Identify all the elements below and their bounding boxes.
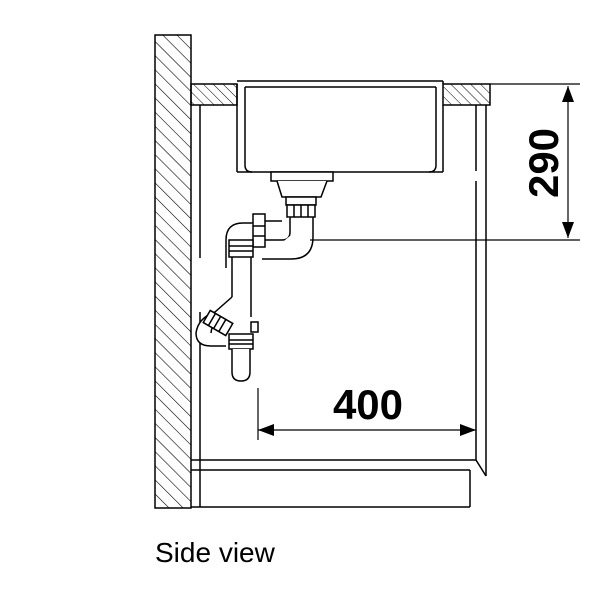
drain-strainer: [270, 171, 334, 206]
cabinet: [191, 105, 487, 508]
dimension-400: [257, 388, 476, 440]
dimension-290: [310, 83, 580, 241]
countertop: [190, 80, 491, 106]
diagram-caption: Side view: [155, 537, 275, 568]
sink-bowl: [236, 84, 444, 173]
siphon-trap: [195, 204, 316, 382]
dimension-400-label: 400: [333, 381, 403, 428]
wall: [154, 34, 192, 509]
dimension-290-label: 290: [520, 128, 567, 198]
